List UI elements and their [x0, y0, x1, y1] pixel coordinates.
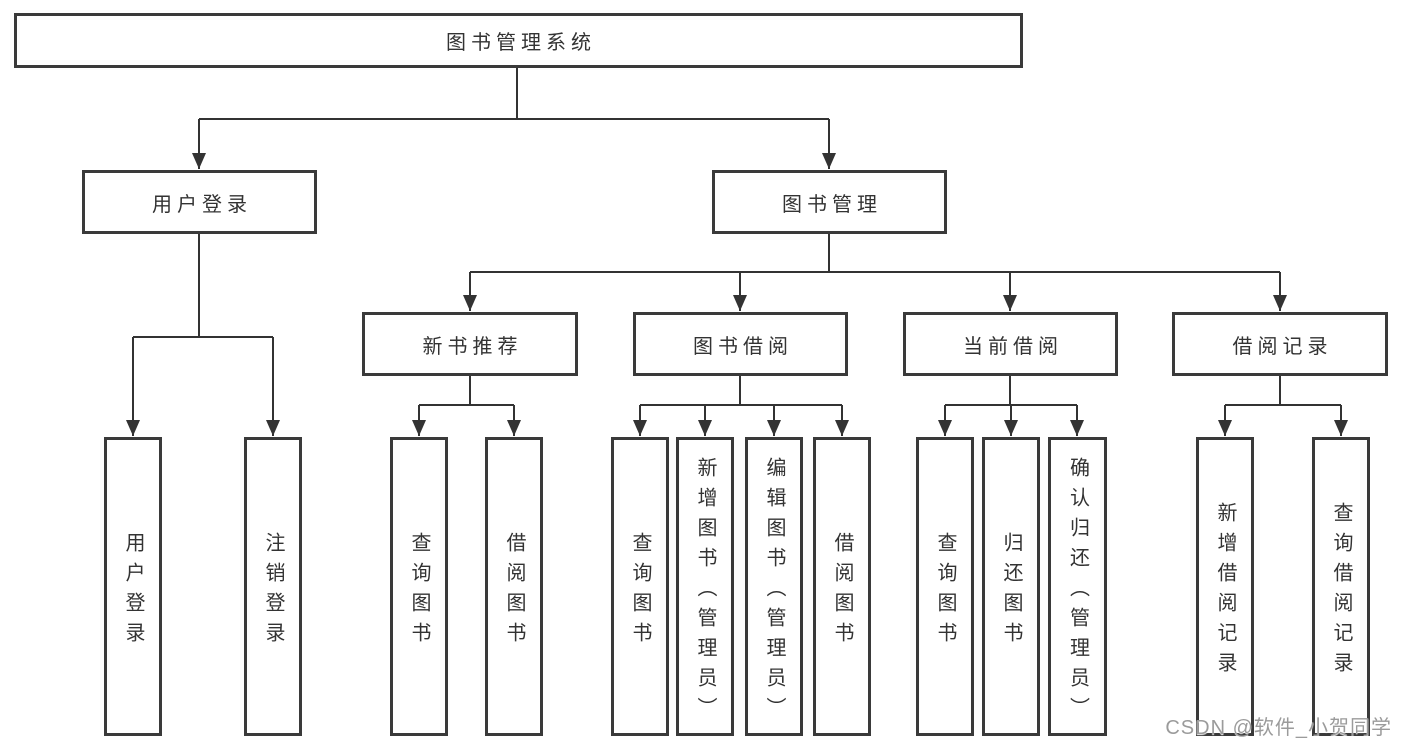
csdn-watermark: CSDN @软件_小贺同学	[1165, 717, 1392, 739]
node-root-label: 图书管理系统	[446, 32, 596, 54]
node-new-book-recommend-label: 新书推荐	[422, 335, 523, 358]
connector-line-path	[132, 68, 1342, 436]
leaf-borrow-add-books-admin: 新增图书（管理员）	[676, 437, 734, 736]
leaf-records-add-record-label: 新增借阅记录	[1214, 501, 1236, 682]
node-user-login: 用户登录	[82, 170, 317, 234]
leaf-user-login: 用户登录	[104, 437, 162, 736]
leaf-user-login-label: 用户登录	[122, 531, 144, 652]
leaf-borrow-borrow-books-label: 借阅图书	[831, 531, 853, 652]
leaf-current-confirm-return-admin-label: 确认归还（管理员）	[1066, 456, 1089, 727]
leaf-recommend-borrow-books-label: 借阅图书	[503, 531, 525, 652]
node-book-borrow: 图书借阅	[633, 312, 848, 376]
leaf-recommend-query-books: 查询图书	[390, 437, 448, 736]
leaf-recommend-query-books-label: 查询图书	[408, 531, 430, 652]
node-user-login-label: 用户登录	[152, 193, 252, 216]
leaf-records-add-record: 新增借阅记录	[1196, 437, 1254, 736]
leaf-logout: 注销登录	[244, 437, 302, 736]
leaf-borrow-borrow-books: 借阅图书	[813, 437, 871, 736]
leaf-current-query-books: 查询图书	[916, 437, 974, 736]
leaf-borrow-edit-books-admin: 编辑图书（管理员）	[745, 437, 803, 736]
leaf-current-confirm-return-admin: 确认归还（管理员）	[1048, 437, 1107, 736]
leaf-borrow-query-books-label: 查询图书	[629, 531, 651, 652]
node-book-management-label: 图书管理	[782, 193, 882, 216]
leaf-borrow-query-books: 查询图书	[611, 437, 669, 736]
leaf-borrow-edit-books-admin-label: 编辑图书（管理员）	[763, 456, 785, 727]
connector-lines-group	[132, 68, 1342, 436]
node-borrow-records-label: 借阅记录	[1232, 335, 1333, 358]
leaf-current-return-books-label: 归还图书	[1000, 531, 1022, 652]
node-current-borrow-label: 当前借阅	[963, 335, 1063, 358]
node-root: 图书管理系统	[14, 13, 1023, 68]
leaf-borrow-add-books-admin-label: 新增图书（管理员）	[694, 456, 716, 727]
node-new-book-recommend: 新书推荐	[362, 312, 578, 376]
leaf-recommend-borrow-books: 借阅图书	[485, 437, 543, 736]
leaf-records-query-record: 查询借阅记录	[1312, 437, 1370, 736]
node-book-management: 图书管理	[712, 170, 947, 234]
leaf-current-query-books-label: 查询图书	[934, 531, 956, 652]
leaf-logout-label: 注销登录	[262, 531, 284, 652]
node-book-borrow-label: 图书借阅	[693, 335, 793, 358]
leaf-current-return-books: 归还图书	[982, 437, 1040, 736]
node-borrow-records: 借阅记录	[1172, 312, 1388, 376]
leaf-records-query-record-label: 查询借阅记录	[1330, 501, 1352, 682]
node-current-borrow: 当前借阅	[903, 312, 1118, 376]
